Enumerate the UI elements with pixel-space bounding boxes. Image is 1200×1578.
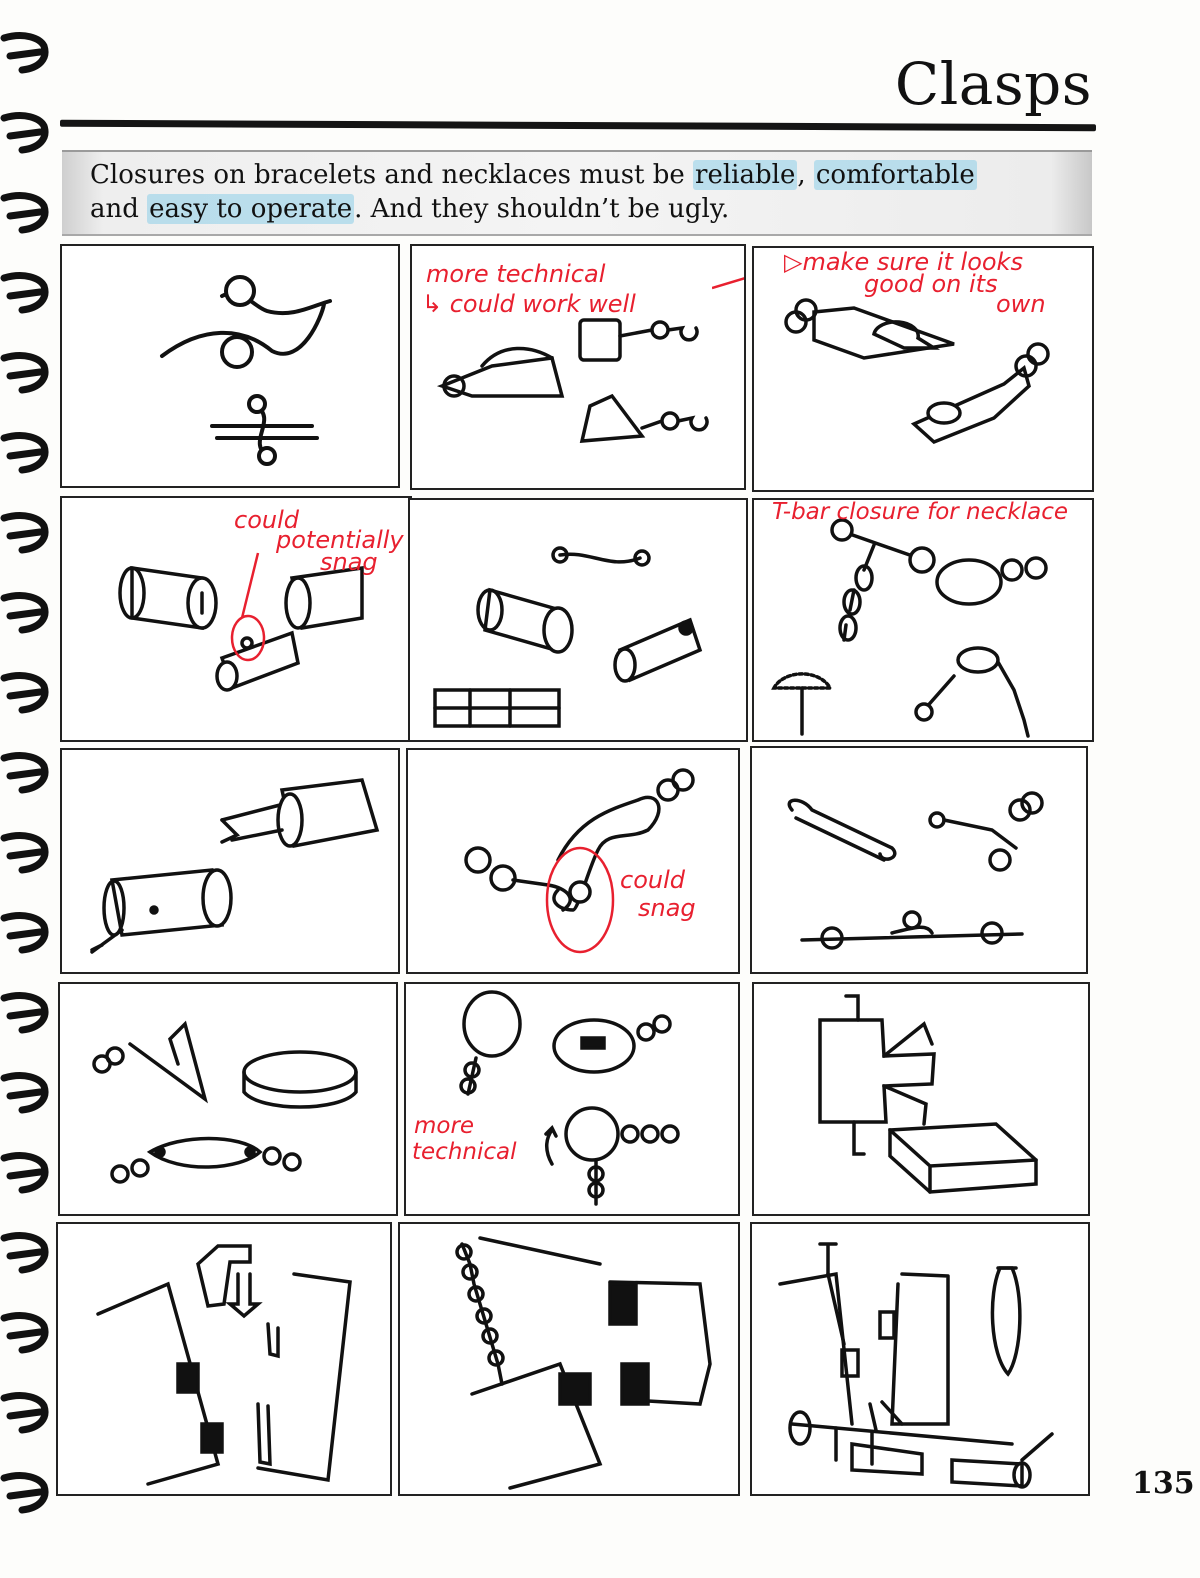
spiral-coil (0, 912, 49, 954)
ball-hook-clasp-illustration (160, 275, 332, 466)
spiral-coil (0, 1232, 49, 1274)
annotation-snag-2: snag (638, 894, 696, 922)
clasp-panel-t-bar: T-bar closure for necklace (752, 498, 1094, 742)
clasp-panel-pin-tube (750, 1222, 1090, 1496)
box-triangle-clasp-illustration (436, 318, 709, 443)
spiral-coil (0, 112, 49, 154)
clasp-panel-box-tongue (58, 982, 398, 1216)
spiral-coil (0, 832, 49, 874)
clasp-panel-box-triangles: more technical ↳ could work well (410, 244, 746, 490)
clasp-panel-hook: could snag (406, 748, 740, 974)
highlight-easy-to-operate: easy to operate (147, 194, 355, 224)
highlight-reliable: reliable (693, 160, 798, 190)
page-title: Clasps (894, 50, 1092, 118)
intro-part: Closures on bracelets and necklaces must… (90, 160, 694, 190)
spiral-coil (0, 272, 49, 314)
spiral-coil (0, 352, 49, 394)
intro-text: Closures on bracelets and necklaces must… (90, 158, 1090, 226)
pin-tube-clasp-illustration (778, 1242, 1054, 1489)
t-bar-clasp-illustration (771, 518, 1048, 738)
barrel-spring-clasp-illustration (433, 546, 703, 728)
ball-pendant-clasp-illustration (459, 990, 680, 1206)
slide-clasp-illustration (818, 994, 1038, 1194)
hook-clasp-illustration (464, 768, 695, 954)
clasp-panel-barrel-spring (408, 498, 748, 742)
s-hook-clasp-illustration (787, 791, 1044, 950)
spiral-coil (0, 512, 49, 554)
intro-part: and (90, 194, 148, 224)
annotation-make-sure: ▷make sure it looks (784, 248, 1023, 276)
annotation-could: could (234, 506, 299, 534)
annotation-could-work-well: ↳ could work well (422, 290, 636, 318)
spiral-binding (0, 30, 56, 1550)
clasp-panel-slide (752, 982, 1090, 1216)
clasp-panel-hinged-plates (56, 1222, 392, 1496)
page-number: 135 (1132, 1466, 1195, 1501)
intro-box: Closures on bracelets and necklaces must… (62, 150, 1092, 236)
chain-pin-clasp-illustration (455, 1236, 712, 1490)
spiral-coil (0, 1152, 49, 1194)
annotation-technical: technical (412, 1139, 517, 1165)
clasp-panel-ball-pendant: more technical (404, 982, 740, 1216)
annotation-more-technical: more technical (426, 260, 606, 288)
spiral-coil (0, 432, 49, 474)
annotation-snag: snag (320, 548, 378, 576)
annotation-more: more (414, 1113, 475, 1139)
spiral-coil (0, 1312, 49, 1354)
clasp-panel-chain-pin (398, 1222, 740, 1496)
spiral-coil (0, 752, 49, 794)
annotation-t-bar: T-bar closure for necklace (772, 499, 1069, 525)
spiral-coil (0, 1072, 49, 1114)
title-rule (59, 119, 1097, 132)
spiral-coil (0, 1392, 49, 1434)
annotation-own: own (996, 290, 1046, 318)
keyhole-clasp-illustration (784, 298, 1050, 445)
spiral-coils-icon (0, 32, 49, 1514)
hinged-plate-clasp-illustration (96, 1244, 352, 1486)
clasp-panel-keyhole: ▷make sure it looks good on its own (752, 246, 1094, 492)
spiral-coil (0, 992, 49, 1034)
spiral-coil (0, 192, 49, 234)
spiral-coil (0, 32, 49, 74)
spiral-coil (0, 672, 49, 714)
annotation-good-on-own: good on its (864, 270, 998, 298)
barrel-slot-clasp-illustration (118, 552, 364, 692)
annotation-arrow-icon (712, 277, 744, 290)
annotation-potentially: potentially (276, 526, 404, 554)
tube-tongue-clasp-illustration (90, 778, 380, 954)
clasp-panel-s-hook (750, 746, 1088, 974)
spiral-coil (0, 592, 49, 634)
intro-part: . And they shouldn’t be ugly. (354, 194, 730, 224)
clasp-panel-ball-hooks (60, 244, 400, 488)
clasp-panel-barrel-slot: could potentially snag (60, 496, 412, 742)
spiral-coil (0, 1472, 49, 1514)
intro-part: , (797, 160, 814, 190)
highlight-comfortable: comfortable (813, 160, 977, 190)
annotation-could-snag: could (620, 866, 685, 894)
box-tongue-clasp-illustration (92, 1020, 358, 1184)
clasp-panel-tube-tongue (60, 748, 400, 974)
